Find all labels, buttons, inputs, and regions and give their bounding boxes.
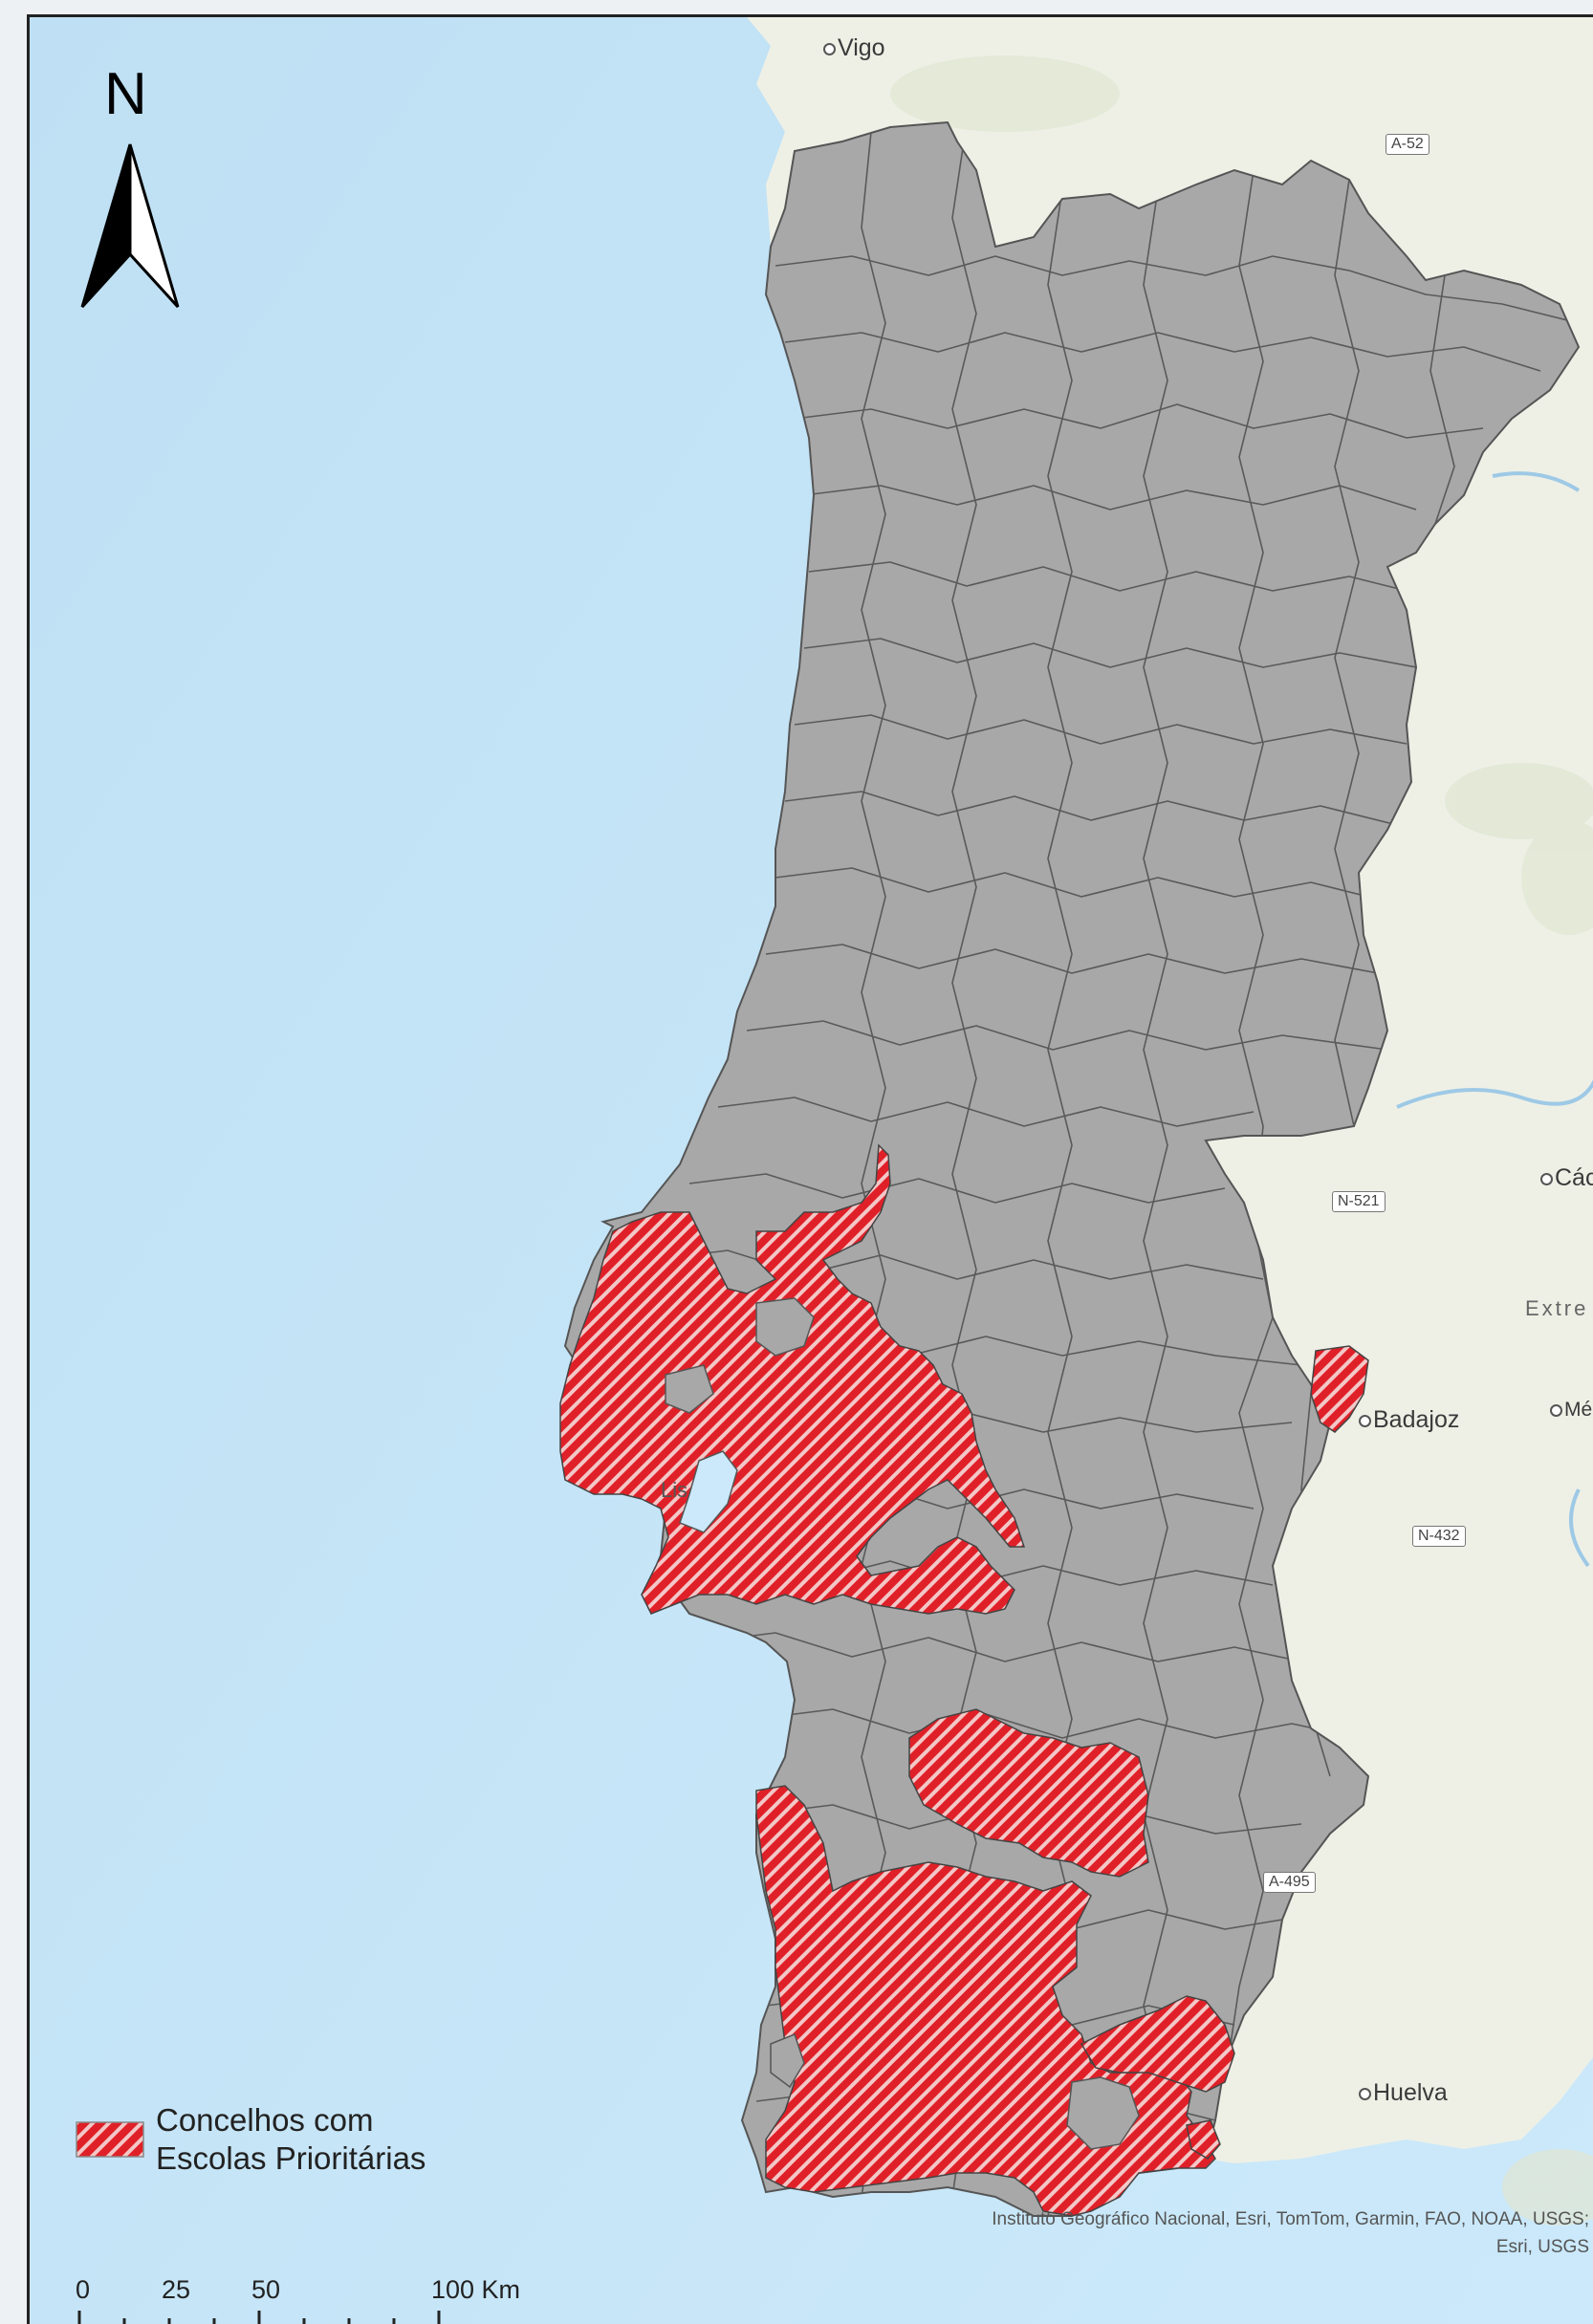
tagus-estuary	[679, 1450, 738, 1533]
legend-label: Concelhos com Escolas Prioritárias	[156, 2101, 426, 2178]
city-dot-icon	[1359, 1414, 1371, 1427]
city-dot-icon	[823, 42, 836, 55]
road-shield-n521: N-521	[1332, 1191, 1386, 1212]
scale-label-0: 0	[76, 2275, 91, 2304]
legend-label-line2: Escolas Prioritárias	[156, 2140, 426, 2176]
place-label-lisboa: Lis	[661, 1478, 688, 1502]
priority-region-algarve-tip	[1186, 2119, 1221, 2160]
peninsula-gap	[755, 1297, 815, 1357]
scale-label-25: 25	[162, 2275, 191, 2304]
scale-label-100: 100 Km	[431, 2275, 521, 2304]
road-shield-a495: A-495	[1263, 1872, 1316, 1893]
south-gap-west	[770, 2033, 805, 2089]
place-label-caceres: Cácer	[1540, 1164, 1593, 1192]
priority-region-east-border	[1310, 1345, 1369, 1433]
scale-bar	[77, 2311, 441, 2324]
spain-land	[747, 17, 1593, 2163]
priority-region-lisbon	[559, 1143, 1026, 1615]
map-canvas	[30, 17, 1593, 2324]
legend-swatch-hatch	[76, 2121, 144, 2158]
region-label-extremadura: Extre	[1525, 1296, 1589, 1320]
attribution-line2: Esri, USGS	[1495, 2237, 1589, 2257]
priority-region-alentejo-central	[908, 1708, 1149, 1878]
place-label-vigo: Vigo	[823, 34, 885, 62]
terrain-shading	[890, 55, 1593, 2226]
south-gap-interior	[1066, 2076, 1140, 2150]
map-legend: Concelhos com Escolas Prioritárias	[76, 2101, 426, 2178]
map-frame: N Vigo Cácer Badajoz Mér Huelva Lis Extr…	[27, 14, 1593, 2324]
city-dot-icon	[1359, 2087, 1371, 2100]
place-label-merida: Mér	[1550, 1399, 1593, 1422]
north-label: N	[104, 61, 147, 127]
priority-region-algarve-east	[1080, 1995, 1235, 2093]
priority-municipalities	[559, 1143, 1369, 2217]
legend-label-line1: Concelhos com	[156, 2102, 374, 2138]
rivers	[1396, 471, 1593, 1568]
city-dot-icon	[1540, 1172, 1553, 1185]
scale-label-50: 50	[251, 2275, 281, 2304]
peniche-gap	[665, 1364, 714, 1414]
place-label-huelva: Huelva	[1359, 2079, 1448, 2107]
attribution-line1: Instituto Geográfico Nacional, Esri, Tom…	[992, 2209, 1589, 2229]
north-arrow-icon	[80, 143, 180, 309]
road-shield-n432: N-432	[1412, 1526, 1466, 1547]
road-shield-a52: A-52	[1386, 134, 1429, 155]
city-dot-icon	[1550, 1403, 1562, 1417]
place-label-badajoz: Badajoz	[1359, 1406, 1459, 1434]
